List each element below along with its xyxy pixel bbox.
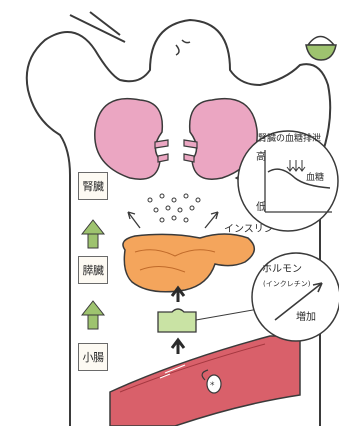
insulin-arrow-left bbox=[128, 212, 140, 228]
ureters bbox=[155, 140, 197, 162]
face bbox=[176, 40, 190, 55]
green-arrow-upper bbox=[82, 220, 104, 248]
increase-label: 増加 bbox=[296, 310, 316, 323]
rice-bowl-icon bbox=[306, 37, 336, 61]
label-pancreas: 膵臓 bbox=[78, 256, 108, 284]
green-arrow-lower bbox=[82, 301, 104, 329]
small-intestine bbox=[110, 336, 300, 426]
label-small-intestine: 小腸 bbox=[78, 343, 108, 371]
up-arrow-2 bbox=[172, 340, 184, 354]
chopsticks bbox=[70, 15, 125, 42]
insulin-particles bbox=[148, 194, 200, 222]
graph-y-high: 高 bbox=[256, 150, 266, 163]
insulin-arrow-right bbox=[205, 212, 218, 228]
graph-y-low: 低 bbox=[256, 200, 266, 213]
pancreas bbox=[123, 234, 254, 292]
graph-blood-sugar: 血糖 bbox=[306, 171, 324, 183]
svg-text:*: * bbox=[210, 381, 215, 391]
left-kidney bbox=[95, 99, 163, 180]
label-kidney: 腎臓 bbox=[78, 172, 108, 200]
graph-title: 腎臓の血糖排泄 bbox=[258, 132, 321, 144]
hormone-label: ホルモン bbox=[262, 263, 302, 275]
hormone-sublabel: (インクレチン) bbox=[263, 280, 311, 288]
hormone-cell bbox=[158, 309, 196, 332]
